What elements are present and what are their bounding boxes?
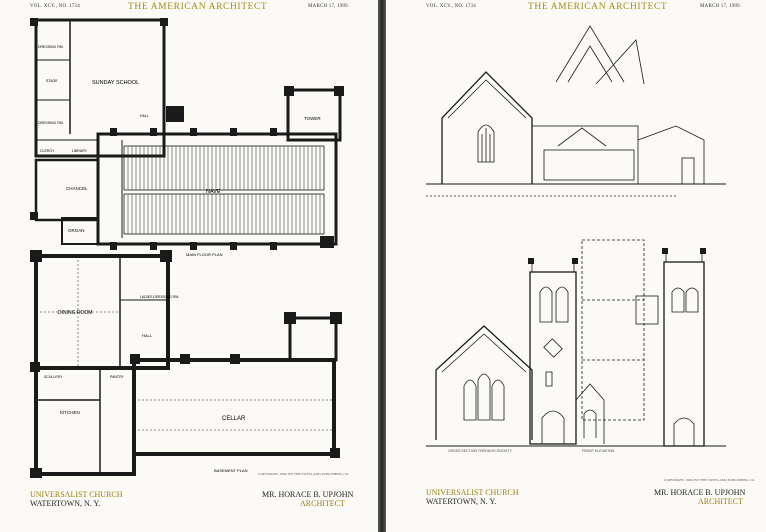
room-library: LIBRARY xyxy=(72,149,88,153)
journal-title-right: THE AMERICAN ARCHITECT xyxy=(528,2,668,12)
right-page: VOL. XCV., NO. 1734 THE AMERICAN ARCHITE… xyxy=(386,0,766,532)
volume-number-right: VOL. XCV., NO. 1734 xyxy=(426,4,476,9)
book-gutter xyxy=(378,0,386,532)
elevations-drawing: CROSS SECTION THROUGH SOCIETY FRONT ELEV… xyxy=(426,25,726,453)
architect-role-right: ARCHITECT xyxy=(698,497,743,506)
room-clergy: CLERGY xyxy=(40,149,55,153)
sunday-school-wall xyxy=(34,18,166,158)
room-dressing-rm-2: DRESSING RM. xyxy=(38,121,64,125)
room-hall: HALL xyxy=(140,114,149,118)
room-stage: STAGE xyxy=(46,79,58,83)
right-copyright: COPYRIGHT, 1909, BY THE SWETLAND PUBLISH… xyxy=(664,478,756,482)
architect-name-right: MR. HORACE B. UPJOHN xyxy=(654,488,746,497)
left-page: VOL. XCV., NO. 1734 THE AMERICAN ARCHITE… xyxy=(0,0,378,532)
label-front-elevation: FRONT ELEVATION xyxy=(582,449,615,453)
room-dressing-rm: DRESSING RM. xyxy=(38,45,64,49)
journal-title: THE AMERICAN ARCHITECT xyxy=(128,2,268,12)
floor-plans-drawing: SUNDAY SCHOOL DRESSING RM. STAGE DRESSIN… xyxy=(30,18,344,478)
issue-date-right: MARCH 17, 1909 xyxy=(700,4,740,9)
caption-main-floor: MAIN FLOOR PLAN xyxy=(186,252,223,257)
architect-name: MR. HORACE B. UPJOHN xyxy=(262,490,354,499)
room-kitchen: KITCHEN xyxy=(60,410,80,415)
label-cross-section: CROSS SECTION THROUGH SOCIETY xyxy=(448,449,513,453)
room-dining-room: DINING ROOM xyxy=(58,310,92,316)
room-organ: ORGAN xyxy=(68,228,85,233)
room-tower: TOWER xyxy=(304,116,321,121)
architect-role: ARCHITECT xyxy=(300,499,345,508)
room-scullery: SCULLERY xyxy=(44,375,63,379)
volume-number: VOL. XCV., NO. 1734 xyxy=(30,4,80,9)
church-name-right: UNIVERSALIST CHURCH xyxy=(426,488,519,497)
tower-wall xyxy=(286,88,342,142)
caption-basement: BASEMENT PLAN xyxy=(214,468,248,473)
room-sunday-school: SUNDAY SCHOOL xyxy=(92,80,139,86)
room-chancel: CHANCEL xyxy=(66,186,88,191)
church-location-right: WATERTOWN, N. Y. xyxy=(426,497,497,506)
room-pantry: PANTRY xyxy=(110,375,125,379)
room-nave: NAVE xyxy=(206,189,221,195)
left-copyright: COPYRIGHT, 1909, BY THE SWETLAND PUBLISH… xyxy=(258,472,350,476)
church-name: UNIVERSALIST CHURCH xyxy=(30,490,123,499)
room-ladies-dressing: LADIES DRESSING RM. xyxy=(140,295,179,299)
church-location: WATERTOWN, N. Y. xyxy=(30,499,101,508)
room-cellar: CELLAR xyxy=(222,416,246,422)
room-hall-basement: HALL xyxy=(142,333,153,338)
issue-date: MARCH 17, 1909 xyxy=(308,4,348,9)
